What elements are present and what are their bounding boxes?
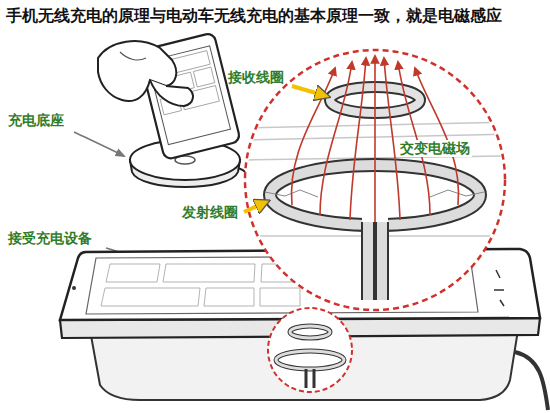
charging-pad [515, 352, 548, 410]
detail-circle [245, 50, 505, 310]
small-detail-circle [276, 351, 344, 369]
detail-circle [240, 50, 510, 310]
part-label: 发射线圈 [180, 204, 240, 221]
part-label: 交变电磁场 [398, 140, 472, 157]
small-phone [172, 51, 210, 73]
small-detail-circle [306, 369, 314, 388]
field-arrows [374, 56, 376, 222]
leader-arrow [74, 132, 124, 156]
field-arrows [350, 58, 366, 220]
field-arrows [291, 68, 335, 205]
big-phone [260, 288, 300, 306]
big-phone [106, 264, 160, 282]
pointer-arrow [244, 202, 266, 212]
big-phone [494, 270, 504, 306]
field-arrows [320, 62, 352, 215]
small-detail-circle [290, 326, 330, 338]
big-phone [101, 264, 300, 306]
big-phone [72, 286, 76, 290]
field-arrows [384, 58, 400, 220]
pointer-arrow [292, 86, 326, 96]
big-phone [204, 288, 254, 306]
small-detail-circle [268, 308, 352, 392]
transmit-coil [362, 222, 388, 300]
small-detail-circle [276, 351, 344, 369]
big-phone [101, 288, 200, 306]
transmit-coil [363, 222, 373, 300]
part-label: 充电底座 [6, 112, 66, 129]
field-arrows [415, 68, 459, 205]
big-phone [163, 264, 255, 282]
part-label: 接收线圈 [226, 69, 286, 86]
transmit-coil [377, 222, 387, 300]
hand [150, 80, 193, 106]
field-arrows [398, 62, 430, 215]
small-phone [193, 67, 214, 87]
detail-circle [245, 50, 505, 310]
small-detail-circle [290, 326, 330, 338]
hand [120, 52, 146, 60]
part-label: 接受充电设备 [6, 230, 94, 247]
field-arrows [291, 56, 458, 222]
title: 手机无线充电的原理与电动车无线充电的基本原理一致，就是电磁感应 [6, 6, 502, 27]
small-detail-circle [268, 308, 352, 392]
hand [98, 41, 193, 106]
